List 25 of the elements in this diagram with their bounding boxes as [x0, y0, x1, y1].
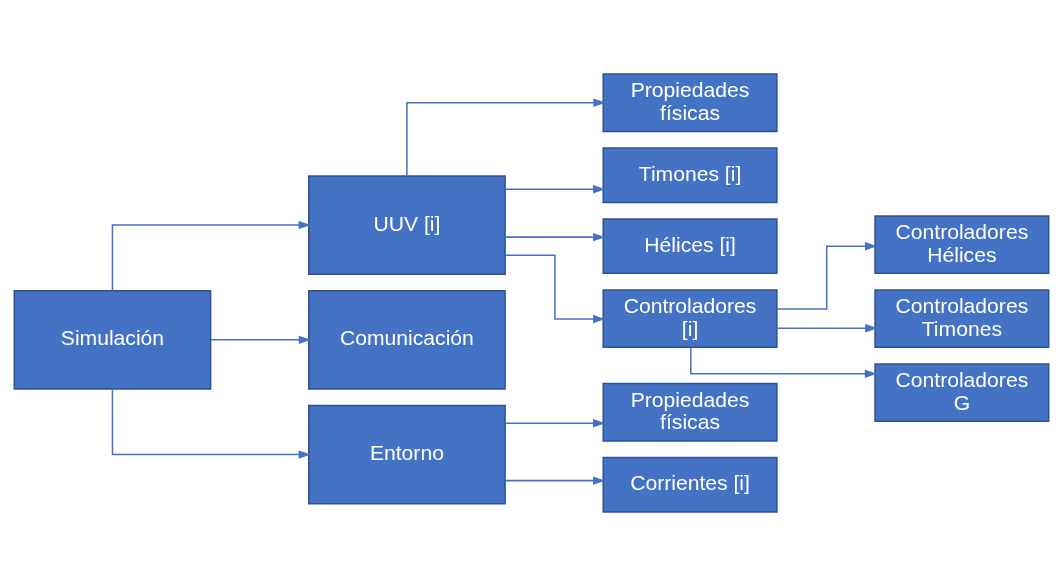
node-box: Controladores G	[874, 362, 1050, 422]
arrow	[504, 232, 606, 241]
arrow	[504, 418, 606, 427]
node-box: Simulación	[13, 289, 212, 390]
arrow	[690, 346, 877, 378]
node-box: Corrientes [i]	[602, 456, 778, 513]
node-box: Controladores [i]	[602, 288, 778, 348]
node-box: Controladores Hélices	[874, 214, 1050, 274]
node-box: Controladores Timones	[874, 288, 1050, 348]
arrow	[406, 98, 606, 176]
node-box: Entorno	[308, 404, 506, 504]
arrow	[111, 387, 311, 459]
arrow	[776, 241, 878, 310]
arrow	[210, 335, 311, 344]
arrow	[504, 475, 606, 485]
node-box: Hélices [i]	[602, 217, 778, 274]
node-box: UUV [i]	[308, 174, 506, 275]
arrow	[776, 323, 878, 332]
node-box: Propiedades físicas	[602, 72, 778, 132]
node-box: Propiedades físicas	[602, 382, 778, 442]
node-box: Timones [i]	[602, 146, 778, 203]
node-box: Comunicación	[308, 289, 506, 390]
arrow	[504, 254, 606, 323]
arrow	[504, 184, 606, 193]
arrow	[111, 220, 311, 291]
